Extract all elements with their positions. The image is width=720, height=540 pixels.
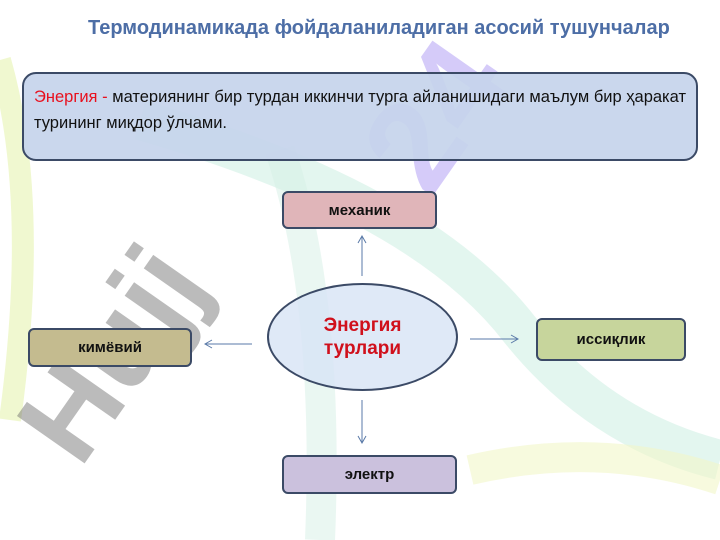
node-electric-label: электр xyxy=(344,466,395,483)
definition-term: Энергия xyxy=(34,88,98,106)
center-line2: турлари xyxy=(323,338,402,359)
definition-text: материянинг бир турдан иккинчи турга айл… xyxy=(34,88,687,132)
node-mechanical-label: механик xyxy=(328,201,391,219)
slide-title: Термодинамикада фойдаланиладиган асосий … xyxy=(88,17,670,39)
node-thermal: иссиқлик xyxy=(536,318,686,361)
node-electric: электр xyxy=(282,455,457,494)
definition-box: Энергия - материянинг бир турдан иккинчи… xyxy=(22,72,698,161)
node-thermal-label: иссиқлик xyxy=(576,331,646,348)
center-ellipse: Энергия турлари xyxy=(267,283,458,391)
node-chemical-label: кимёвий xyxy=(78,339,142,356)
center-line1: Энергия xyxy=(323,315,402,336)
node-chemical: кимёвий xyxy=(28,328,192,367)
definition-dash: - xyxy=(97,88,113,106)
node-mechanical: механик xyxy=(282,191,437,229)
